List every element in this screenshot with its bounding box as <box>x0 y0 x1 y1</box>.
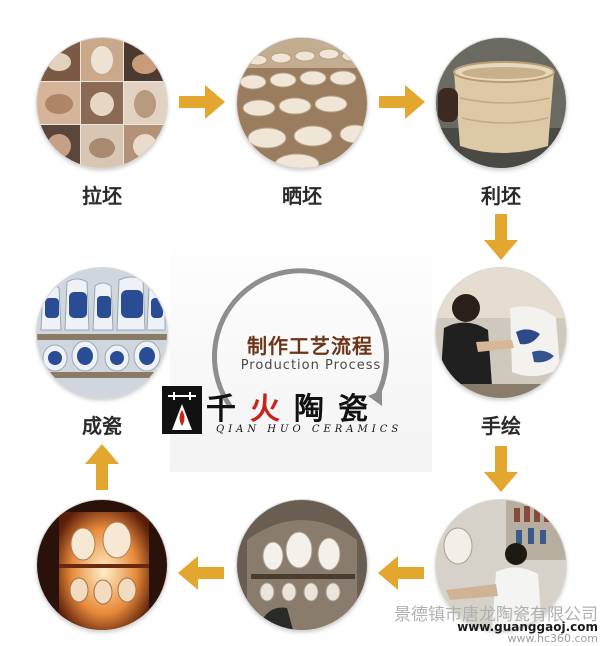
step-photo-painting <box>436 268 566 398</box>
step-kiln-firing <box>37 500 167 630</box>
step-photo-finished <box>37 268 167 398</box>
site-url-secondary: www.hc360.com <box>507 632 598 645</box>
arrow-left-1-icon <box>378 556 424 590</box>
step-trimming: 利坯 <box>436 38 566 208</box>
arrow-up-icon <box>85 444 119 490</box>
step-label-drying: 晒坯 <box>282 184 322 208</box>
process-subtitle: Production Process <box>240 358 382 373</box>
step-photo-kiln-firing <box>37 500 167 630</box>
step-label-trimming: 利坯 <box>481 184 521 208</box>
step-photo-drying <box>237 38 367 168</box>
step-photo-throwing <box>37 38 167 168</box>
cycle-ring-icon <box>212 268 389 409</box>
brand-name-en: QIAN HUO CERAMICS <box>216 424 403 435</box>
step-label-throwing: 拉坯 <box>82 184 122 208</box>
company-watermark: 景德镇市唐龙陶瓷有限公司 <box>394 605 598 625</box>
step-photo-kiln-loading <box>237 500 367 630</box>
brand-kiln-logo-icon <box>162 386 202 434</box>
arrow-right-2-icon <box>379 85 425 119</box>
step-finished: 成瓷 <box>37 268 167 438</box>
brand-char-taoci: 陶瓷 <box>294 392 382 427</box>
arrow-down-1-icon <box>484 214 518 260</box>
step-photo-glazing <box>436 500 566 630</box>
brand-char-huo: 火 <box>250 392 294 427</box>
arrow-right-1-icon <box>179 85 225 119</box>
step-painting: 手绘 <box>436 268 566 438</box>
step-label-finished: 成瓷 <box>82 414 122 438</box>
step-glazing <box>436 500 566 630</box>
process-title: 制作工艺流程 <box>247 334 373 358</box>
arrow-down-2-icon <box>484 446 518 492</box>
step-kiln-loading <box>237 500 367 630</box>
brand-name: 千火陶瓷 <box>206 384 446 428</box>
step-label-painting: 手绘 <box>481 414 521 438</box>
step-photo-trimming <box>436 38 566 168</box>
site-url: www.guanggaoj.com <box>457 620 598 634</box>
arrow-left-2-icon <box>178 556 224 590</box>
step-drying: 晒坯 <box>237 38 367 208</box>
step-throwing: 拉坯 <box>37 38 167 208</box>
brand-char-qian: 千 <box>206 392 250 427</box>
center-panel: 制作工艺流程 Production Process 千火陶瓷 QIAN HUO … <box>162 218 432 472</box>
